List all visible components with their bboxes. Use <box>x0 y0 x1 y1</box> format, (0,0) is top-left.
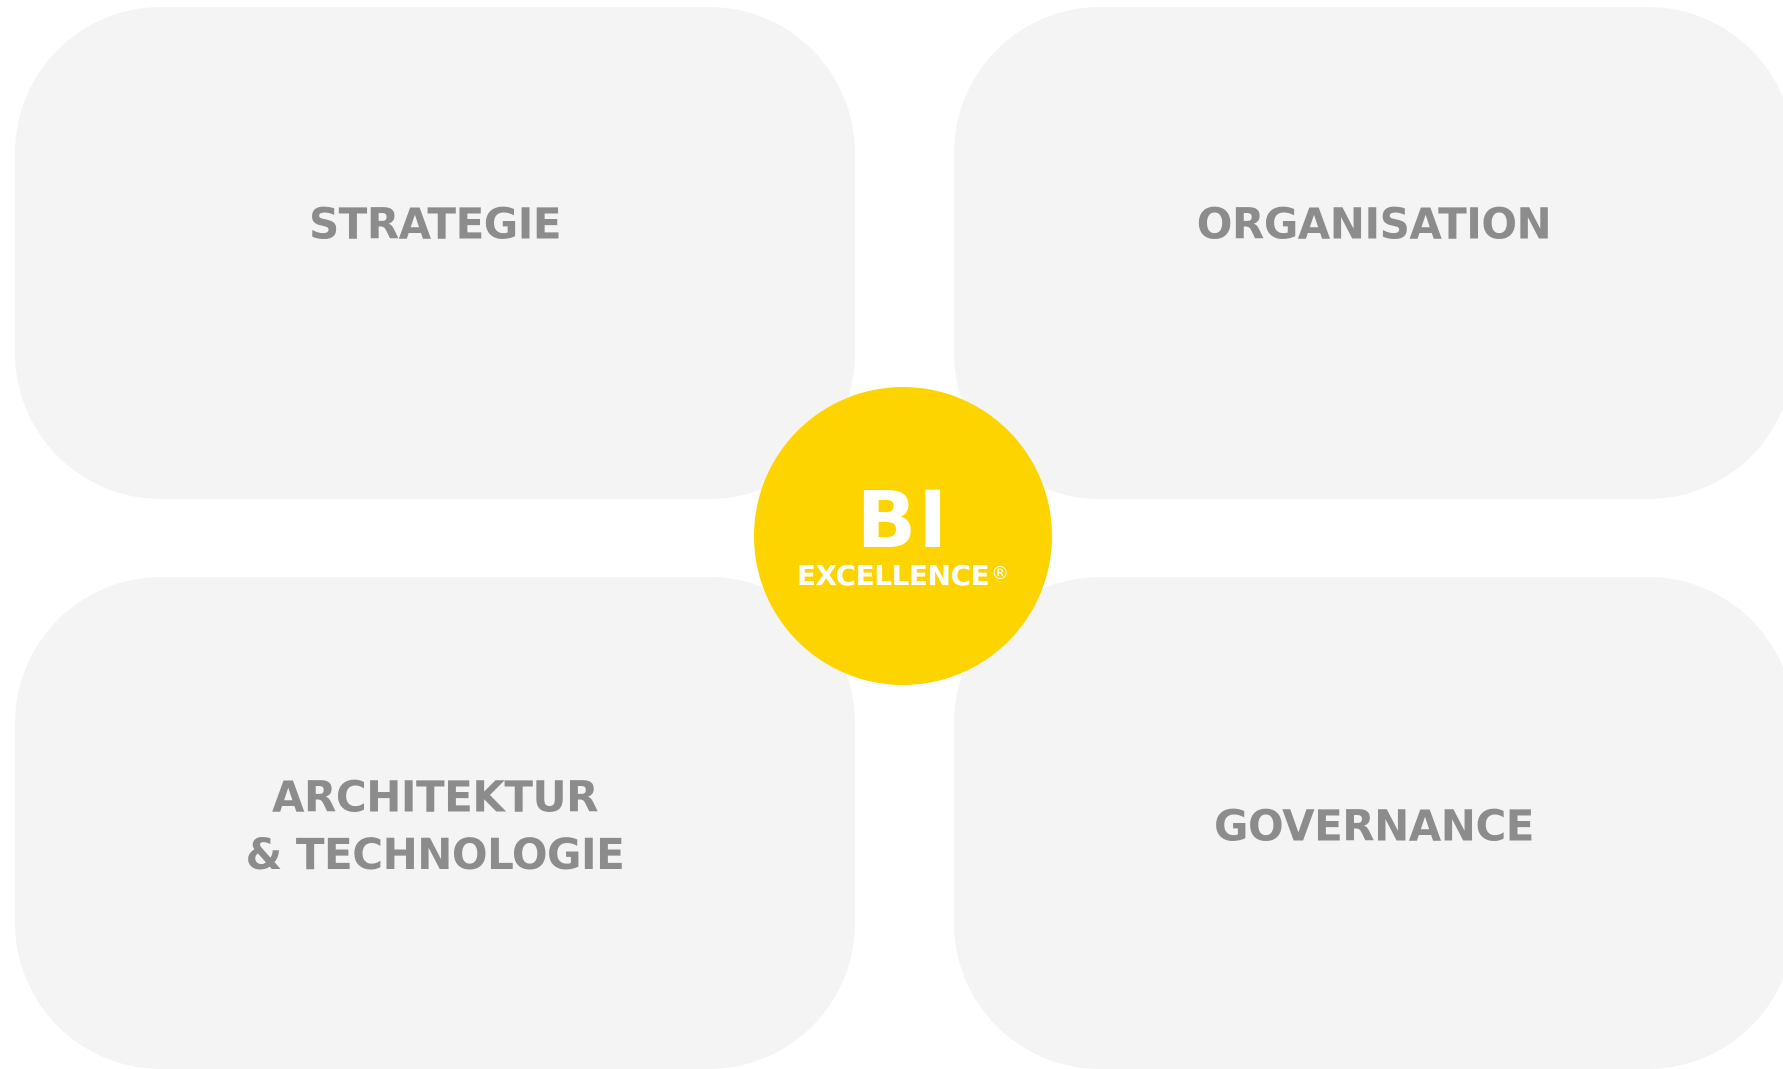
quadrant-governance: GOVERNANCE <box>954 577 1783 1069</box>
quadrant-label-governance: GOVERNANCE <box>1214 800 1534 851</box>
quadrant-strategie: STRATEGIE <box>15 7 855 499</box>
quadrant-label-line-2: & TECHNOLOGIE <box>245 829 625 880</box>
quadrant-label-strategie: STRATEGIE <box>308 198 562 249</box>
registered-mark: ® <box>991 562 1010 584</box>
quadrant-architektur-technologie: ARCHITEKTUR & TECHNOLOGIE <box>15 577 855 1069</box>
center-title: BI <box>856 476 950 566</box>
center-subtitle: EXCELLENCE® <box>797 560 1009 592</box>
quadrant-label-organisation: ORGANISATION <box>1196 198 1552 249</box>
quadrant-label-line-1: ARCHITEKTUR <box>272 771 598 822</box>
quadrant-organisation: ORGANISATION <box>954 7 1783 499</box>
center-subtitle-text: EXCELLENCE <box>796 559 990 592</box>
quadrant-label-architektur-technologie: ARCHITEKTUR & TECHNOLOGIE <box>246 769 625 883</box>
center-badge: BI EXCELLENCE® <box>754 387 1052 685</box>
